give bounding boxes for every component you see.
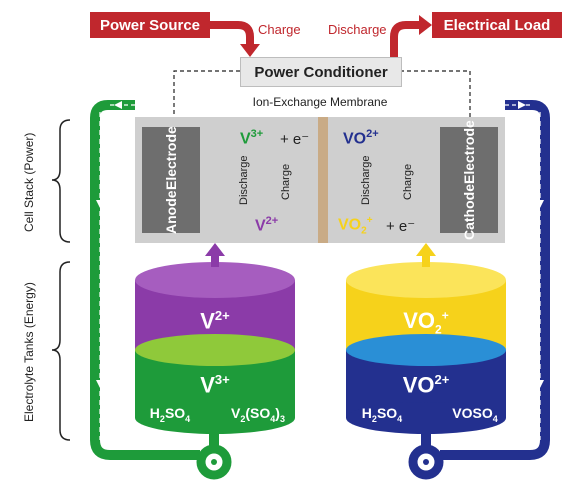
- left-tank-acid: H2SO4: [149, 405, 191, 424]
- cell-stack-bracket: [51, 119, 71, 243]
- cathode-electrode: Cathode Electrode: [440, 120, 498, 240]
- left-tank-bottom-ion: V3+: [200, 372, 230, 398]
- anode-top-ion: V3+: [240, 128, 264, 148]
- ion-exchange-membrane: [318, 117, 328, 243]
- anode-electrode: Anode Electrode: [142, 126, 200, 234]
- right-tank-bottom-ion: VO2+: [402, 372, 450, 398]
- blue-pipe-loop: [440, 100, 550, 460]
- charge-arrow: [210, 21, 254, 45]
- green-pipe-loop: [90, 100, 200, 460]
- tanks-label: Electrolyte Tanks (Energy): [22, 282, 36, 422]
- cathode-bottom-ion: VO2+: [338, 215, 373, 237]
- right-up-arrow: [416, 243, 436, 256]
- anode-wire: [173, 70, 240, 127]
- green-flow-arrow-2: [96, 380, 104, 388]
- membrane-label: Ion-Exchange Membrane: [252, 95, 388, 109]
- anode-charge-text: Charge: [280, 163, 292, 200]
- discharge-arrowhead: [419, 15, 432, 35]
- right-tank-acid: H2SO4: [361, 405, 403, 424]
- cathode-line2: Electrode: [461, 120, 477, 184]
- anode-line1: Anode: [163, 190, 179, 234]
- power-conditioner: Power Conditioner: [240, 57, 402, 87]
- electrical-load-badge: Electrical Load: [432, 12, 562, 38]
- anode-bottom-ion: V2+: [255, 215, 279, 235]
- cell-stack-label: Cell Stack (Power): [22, 132, 36, 232]
- cathode-top-ion: VO2+: [343, 128, 379, 148]
- anode-line2: Electrode: [163, 126, 179, 191]
- green-pump: [196, 444, 232, 480]
- power-source-badge: Power Source: [90, 12, 210, 38]
- anode-electron: + e⁻: [280, 131, 310, 148]
- tanks-bracket: [51, 261, 71, 441]
- cathode-line1: Cathode: [461, 183, 477, 240]
- right-tank-salt: VOSO4: [452, 405, 498, 424]
- blue-flow-arrow-2: [536, 380, 544, 388]
- left-up-arrow: [205, 243, 225, 256]
- left-tank-top-ion: V2+: [200, 308, 230, 334]
- cathode-wire: [400, 70, 471, 127]
- cathode-electron: + e⁻: [386, 218, 416, 235]
- discharge-arrow: [390, 21, 420, 57]
- right-tank-top-ion: VO2+: [403, 308, 449, 337]
- cathode-charge-text: Charge: [402, 163, 414, 200]
- left-tank: [135, 262, 295, 434]
- blue-flow-arrow-1: [536, 200, 544, 208]
- cathode-discharge-text: Discharge: [360, 155, 372, 205]
- charge-label: Charge: [258, 22, 301, 37]
- discharge-label: Discharge: [328, 22, 387, 37]
- right-tank: [346, 262, 506, 434]
- anode-discharge-text: Discharge: [238, 155, 250, 205]
- blue-pump: [408, 444, 444, 480]
- charge-arrowhead: [240, 44, 260, 57]
- left-tank-salt: V2(SO4)3: [231, 405, 285, 424]
- green-flow-arrow-1: [96, 200, 104, 208]
